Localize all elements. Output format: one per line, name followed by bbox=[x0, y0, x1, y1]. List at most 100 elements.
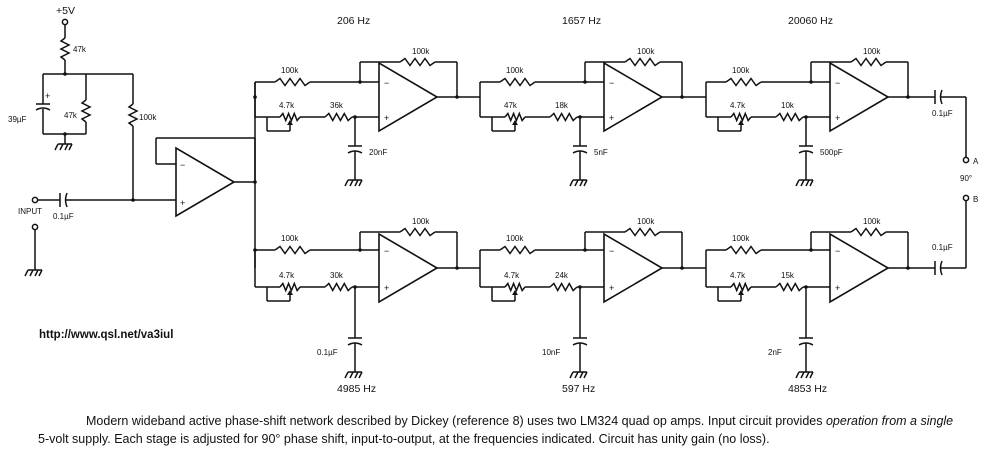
supply-label: +5V bbox=[56, 5, 75, 17]
pot-label: 4.7k bbox=[730, 271, 746, 280]
svg-text:−: − bbox=[835, 246, 840, 256]
cap-label: 10nF bbox=[542, 348, 560, 357]
cap-input-label: 0.1µF bbox=[53, 212, 74, 221]
rfb-label: 100k bbox=[412, 47, 430, 56]
stage-frequency: 206 Hz bbox=[337, 15, 370, 27]
op-amp bbox=[829, 61, 890, 133]
resistor-series bbox=[775, 111, 804, 123]
rin-label: 100k bbox=[281, 66, 299, 75]
svg-text:−: − bbox=[384, 78, 389, 88]
potentiometer bbox=[730, 281, 752, 293]
cap-39uf-label: 39µF bbox=[8, 115, 27, 124]
ground-icon bbox=[569, 371, 588, 379]
op-amp bbox=[378, 61, 439, 133]
svg-text:+: + bbox=[609, 283, 614, 293]
source-url: http://www.qsl.net/va3iul bbox=[39, 329, 174, 341]
rser-label: 36k bbox=[330, 101, 344, 110]
rin-label: 100k bbox=[732, 66, 750, 75]
rin-label: 100k bbox=[281, 234, 299, 243]
potentiometer bbox=[730, 111, 752, 123]
wiper-arrow-icon bbox=[287, 290, 293, 295]
resistor-rfb bbox=[399, 227, 436, 237]
rfb-label: 100k bbox=[637, 47, 655, 56]
svg-text:+: + bbox=[609, 113, 614, 123]
resistor-rin bbox=[274, 245, 311, 255]
stage-frequency: 4985 Hz bbox=[337, 383, 376, 395]
op-amp bbox=[378, 232, 439, 304]
svg-text:−: − bbox=[384, 246, 389, 256]
phase-stages: 206 Hz 100k 100k − +4.7k 36k 20nF 1657 Hz 100k 10… bbox=[254, 15, 910, 395]
resistor-series bbox=[549, 281, 578, 293]
supply-terminal bbox=[61, 18, 69, 26]
svg-text:+: + bbox=[45, 91, 50, 101]
pot-label: 47k bbox=[504, 101, 518, 110]
svg-text:−: − bbox=[609, 246, 614, 256]
rser-label: 10k bbox=[781, 101, 795, 110]
cap-label: 20nF bbox=[369, 148, 387, 157]
stage-frequency: 20060 Hz bbox=[788, 15, 833, 27]
resistor-rin bbox=[725, 245, 762, 255]
output-b-terminal bbox=[962, 194, 970, 202]
ground-icon bbox=[569, 179, 588, 187]
rser-label: 15k bbox=[781, 271, 795, 280]
r-top-label: 47k bbox=[73, 45, 87, 54]
caption-italic: operation from a single bbox=[825, 414, 954, 428]
resistor-rin bbox=[274, 77, 311, 87]
resistor-series bbox=[324, 111, 353, 123]
resistor-rfb bbox=[624, 57, 661, 67]
rin-label: 100k bbox=[732, 234, 750, 243]
output-a-terminal bbox=[962, 156, 970, 164]
stage-frequency: 1657 Hz bbox=[562, 15, 601, 27]
buffer-op-amp: − + bbox=[155, 137, 257, 218]
svg-text:+: + bbox=[835, 283, 840, 293]
wiper-arrow-icon bbox=[738, 120, 744, 125]
resistor-series bbox=[549, 111, 578, 123]
rfb-label: 100k bbox=[412, 217, 430, 226]
rfb-label: 100k bbox=[637, 217, 655, 226]
ground-icon bbox=[24, 269, 43, 277]
input-label: INPUT bbox=[18, 207, 42, 216]
resistor-series bbox=[775, 281, 804, 293]
resistor-rin bbox=[725, 77, 762, 87]
svg-text:+: + bbox=[180, 198, 185, 208]
ground-icon bbox=[795, 179, 814, 187]
caption-part-2: 5-volt supply. Each stage is adjusted fo… bbox=[38, 432, 770, 446]
pot-label: 4.7k bbox=[504, 271, 520, 280]
cap-label: 2nF bbox=[768, 348, 782, 357]
figure-caption: Modern wideband active phase-shift netwo… bbox=[38, 412, 966, 448]
svg-text:+: + bbox=[835, 113, 840, 123]
stage-frequency: 4853 Hz bbox=[788, 383, 827, 395]
cap-label: 0.1µF bbox=[317, 348, 338, 357]
bottom-chain-stage-3: 4853 Hz 100k 100k − +4.7k 15k 2nF bbox=[706, 217, 910, 395]
stage-frequency: 597 Hz bbox=[562, 383, 595, 395]
rin-label: 100k bbox=[506, 234, 524, 243]
svg-text:+: + bbox=[384, 283, 389, 293]
svg-text:−: − bbox=[835, 78, 840, 88]
resistor-top bbox=[59, 37, 71, 61]
rfb-label: 100k bbox=[863, 217, 881, 226]
potentiometer bbox=[504, 111, 526, 123]
cap-output-b-label: 0.1µF bbox=[932, 243, 953, 252]
input-terminal bbox=[31, 196, 39, 204]
rfb-label: 100k bbox=[863, 47, 881, 56]
caption-part-1: Modern wideband active phase-shift netwo… bbox=[86, 414, 826, 428]
output-b-label: B bbox=[973, 195, 978, 204]
pot-label: 4.7k bbox=[279, 101, 295, 110]
r-bias-label: 100k bbox=[139, 113, 157, 122]
potentiometer bbox=[279, 281, 301, 293]
resistor-rin bbox=[499, 77, 536, 87]
output-a-label: A bbox=[973, 157, 979, 166]
wiper-arrow-icon bbox=[512, 290, 518, 295]
cap-label: 5nF bbox=[594, 148, 608, 157]
potentiometer bbox=[504, 281, 526, 293]
r-shunt-label: 47k bbox=[64, 111, 78, 120]
resistor-shunt bbox=[80, 99, 92, 123]
pot-label: 4.7k bbox=[730, 101, 746, 110]
op-amp bbox=[603, 232, 664, 304]
pot-label: 4.7k bbox=[279, 271, 295, 280]
